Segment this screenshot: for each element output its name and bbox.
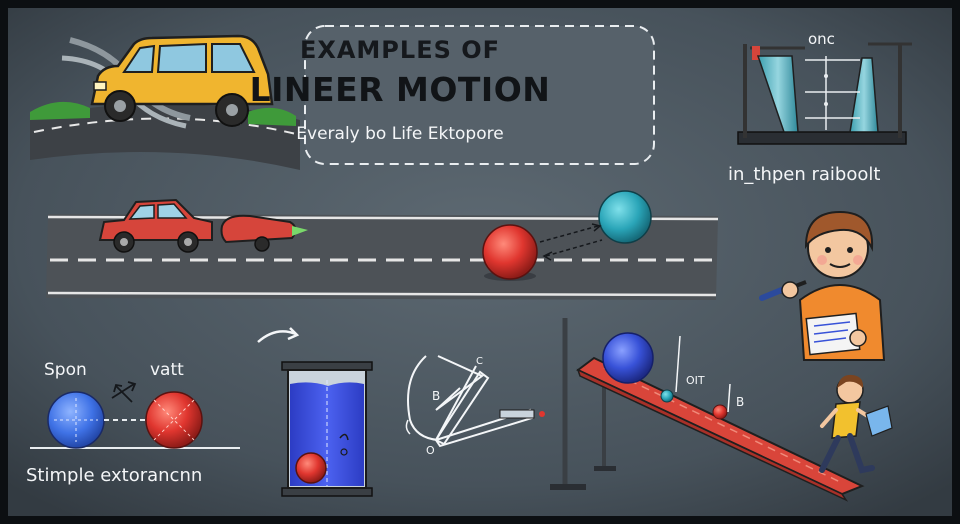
yellow-car-icon (90, 34, 274, 127)
pendulum-diagram: B C O (405, 355, 545, 457)
lab-apparatus-icon (737, 42, 912, 145)
motion-arrows (539, 223, 603, 261)
running-boy-icon (819, 374, 893, 474)
child-with-pen-icon (759, 210, 886, 361)
water-column-icon (257, 327, 373, 497)
collision-caption: Stimple extorancnn (26, 465, 203, 486)
rocket-car-icon (220, 214, 308, 252)
collision-diagram (30, 381, 240, 449)
yellow-car-scene (30, 34, 300, 170)
title-line1: EXAMPLES OF (299, 36, 501, 64)
title-line2: LINEER MOTION (249, 70, 551, 109)
collision-right-label: vatt (150, 360, 184, 380)
diagram-label-o: O (426, 444, 435, 457)
red-ball-icon (482, 224, 538, 280)
blue-ball-icon (602, 332, 654, 384)
inclined-ramp-icon: OIT B (550, 318, 865, 502)
collision-left-label: Spon (44, 360, 87, 380)
diagram-label-b: B (432, 389, 440, 403)
grass-left (30, 101, 90, 120)
lab-label-bottom: in_thpen raiboolt (728, 164, 881, 185)
incline-label-b: B (736, 395, 744, 409)
grass-right (248, 107, 296, 126)
diagram-label-c: C (476, 356, 483, 367)
red-car-icon (98, 198, 213, 253)
title-box (304, 25, 655, 165)
teal-ball-icon (598, 190, 652, 244)
incline-label-oit: OIT (686, 374, 705, 387)
subtitle: Everaly bo Life Ektopore (296, 124, 504, 144)
lab-label-top: onc (808, 30, 835, 48)
